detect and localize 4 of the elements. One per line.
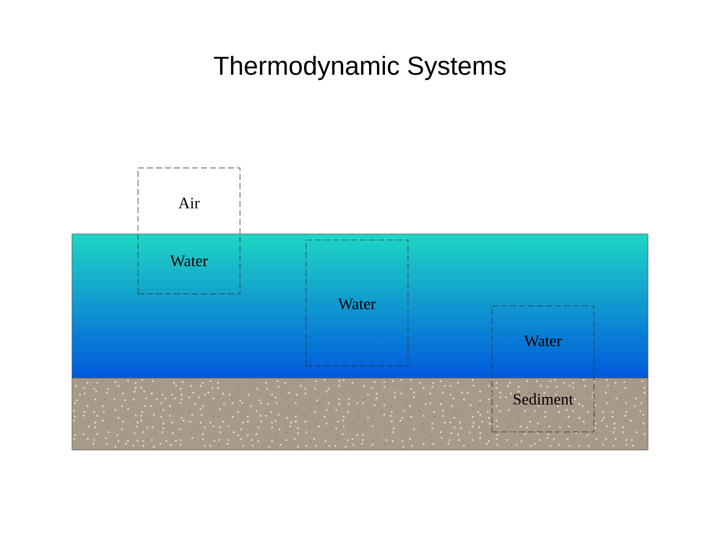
- system-boundary: Air Water: [138, 168, 240, 294]
- system-boundary: Water Sediment: [492, 306, 594, 432]
- system-boundary: Water: [306, 240, 408, 366]
- title: Thermodynamic Systems: [214, 56, 506, 80]
